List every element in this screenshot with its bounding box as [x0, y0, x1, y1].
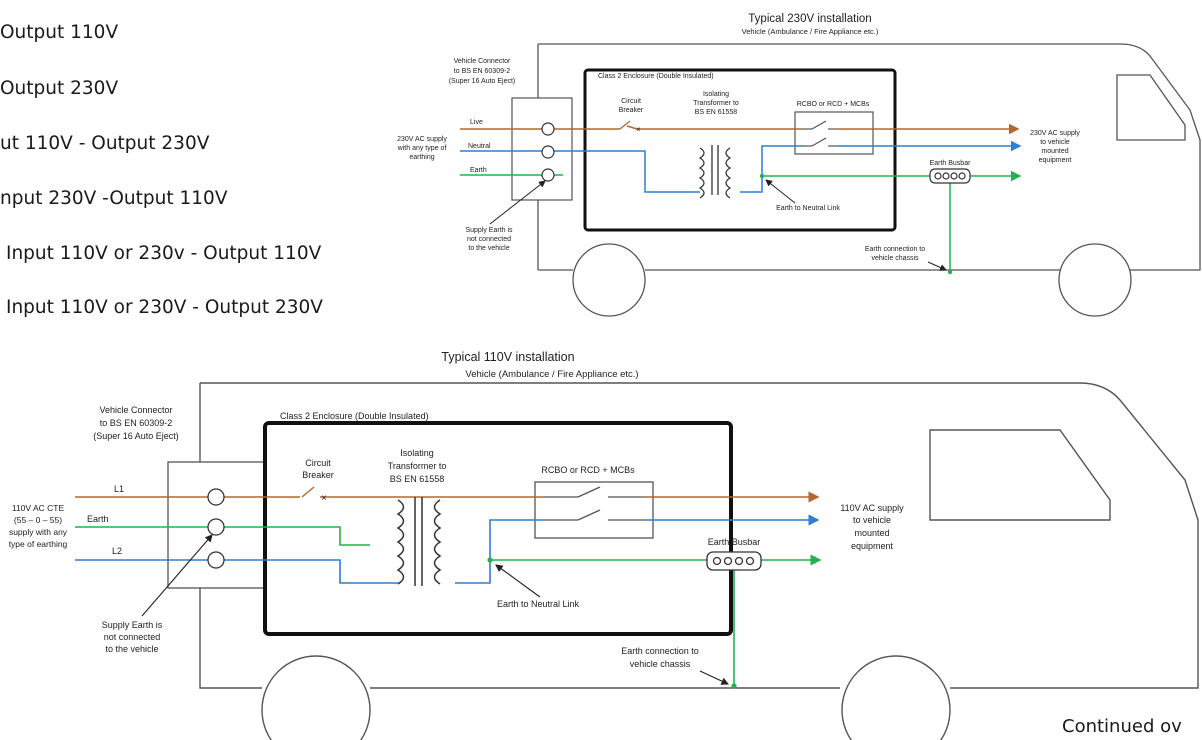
svg-text:×: ×: [636, 125, 641, 134]
enclosure-box-110: [263, 421, 733, 636]
switches-110: [543, 486, 645, 521]
enclosure-label-230: Class 2 Enclosure (Double Insulated): [598, 73, 714, 80]
svg-text:vehicle chassis: vehicle chassis: [630, 659, 691, 669]
svg-text:110V AC CTE: 110V AC CTE: [12, 503, 65, 513]
continued-text: Continued ov: [1062, 716, 1182, 737]
link-label-110: Earth to Neutral Link: [497, 599, 580, 609]
svg-text:Vehicle Connector: Vehicle Connector: [99, 405, 172, 415]
svg-text:to vehicle: to vehicle: [1040, 139, 1070, 146]
connector-pins-230: [541, 122, 555, 182]
svg-text:earthing: earthing: [409, 154, 434, 161]
svg-text:Transformer to: Transformer to: [693, 100, 739, 107]
earth-label-230: Earth: [470, 167, 487, 174]
svg-text:Circuit: Circuit: [621, 98, 641, 105]
transformer-coils-110: [396, 497, 442, 586]
output-label-110: 110V AC supply to vehicle mounted equipm…: [840, 503, 904, 551]
subtitle-230: Vehicle (Ambulance / Fire Appliance etc.…: [742, 27, 879, 36]
svg-text:BS EN 61558: BS EN 61558: [695, 109, 738, 116]
rcbo-box-230: [794, 111, 874, 155]
chassis-label-230: Earth connection to vehicle chassis: [865, 246, 925, 262]
busbar-label-230: Earth Busbar: [930, 160, 972, 167]
svg-text:Earth connection to: Earth connection to: [621, 646, 699, 656]
supply-earth-label-230: Supply Earth is not connected to the veh…: [465, 227, 513, 252]
svg-text:Isolating: Isolating: [400, 448, 434, 458]
svg-text:Supply Earth is: Supply Earth is: [465, 227, 513, 234]
svg-text:×: ×: [321, 493, 327, 504]
busbar-label-110: Earth Busbar: [708, 537, 761, 547]
connector-label-230: Vehicle Connector to BS EN 60309-2 (Supe…: [449, 58, 516, 85]
rcbo-label-110: RCBO or RCD + MCBs: [541, 465, 635, 475]
svg-text:Isolating: Isolating: [703, 91, 729, 98]
svg-text:Circuit: Circuit: [305, 458, 331, 468]
busbar-230: [929, 168, 971, 184]
svg-text:110V AC supply: 110V AC supply: [840, 503, 904, 513]
chassis-label-110: Earth connection to vehicle chassis: [621, 646, 699, 669]
breaker-label-230: Circuit Breaker: [619, 98, 644, 114]
subtitle-110: Vehicle (Ambulance / Fire Appliance etc.…: [465, 369, 638, 380]
svg-text:Earth connection to: Earth connection to: [865, 246, 925, 253]
rcbo-box-110: [534, 481, 654, 539]
earth-label-110: Earth: [87, 514, 109, 524]
svg-text:equipment: equipment: [1039, 157, 1072, 164]
svg-text:to vehicle: to vehicle: [853, 515, 891, 525]
enclosure-label-110: Class 2 Enclosure (Double Insulated): [280, 411, 429, 421]
svg-text:Vehicle Connector: Vehicle Connector: [454, 58, 511, 65]
vehicle-outline-110: [199, 382, 1199, 740]
svg-text:equipment: equipment: [851, 541, 894, 551]
svg-text:230V AC supply: 230V AC supply: [397, 136, 447, 143]
breaker-label-110: Circuit Breaker: [302, 458, 334, 480]
live-label-230: Live: [470, 119, 483, 126]
option-line-1: Output 110V: [0, 22, 119, 43]
svg-text:to the vehicle: to the vehicle: [105, 644, 158, 654]
enclosure-box-230: [583, 68, 897, 232]
supply-label-230: 230V AC supply with any type of earthing: [397, 136, 448, 161]
output-label-230: 230V AC supply to vehicle mounted equipm…: [1030, 130, 1080, 164]
svg-text:Supply Earth is: Supply Earth is: [102, 620, 163, 630]
option-line-2: Output 230V: [0, 78, 119, 99]
switches-230: [802, 120, 838, 147]
svg-text:supply with any: supply with any: [9, 527, 68, 537]
connector-label-110: Vehicle Connector to BS EN 60309-2 (Supe…: [93, 405, 179, 441]
rcbo-label-230: RCBO or RCD + MCBs: [797, 101, 870, 108]
l1-label-110: L1: [114, 484, 124, 494]
link-label-230: Earth to Neutral Link: [776, 205, 840, 212]
svg-text:not connected: not connected: [467, 236, 511, 243]
transformer-label-110: Isolating Transformer to BS EN 61558: [388, 448, 447, 484]
svg-text:BS EN 61558: BS EN 61558: [390, 474, 445, 484]
supply-earth-label-110: Supply Earth is not connected to the veh…: [102, 620, 163, 654]
connector-pins-110: [207, 488, 225, 569]
option-line-5: Input 110V or 230v - Output 110V: [6, 243, 322, 264]
svg-text:(Super 16 Auto Eject): (Super 16 Auto Eject): [93, 431, 179, 441]
svg-text:Transformer to: Transformer to: [388, 461, 447, 471]
svg-text:Breaker: Breaker: [619, 107, 644, 114]
transformer-coils-230: [698, 145, 732, 199]
live-wire-230: [460, 126, 1018, 129]
svg-text:mounted: mounted: [1041, 148, 1068, 155]
l2-label-110: L2: [112, 546, 122, 556]
svg-text:with any type of: with any type of: [397, 145, 447, 152]
svg-text:vehicle chassis: vehicle chassis: [871, 255, 919, 262]
svg-text:to BS EN 60309-2: to BS EN 60309-2: [454, 68, 511, 75]
svg-text:type of earthing: type of earthing: [9, 539, 68, 549]
svg-text:to BS EN 60309-2: to BS EN 60309-2: [100, 418, 173, 428]
svg-text:to the vehicle: to the vehicle: [468, 245, 509, 252]
option-line-6: Input 110V or 230V - Output 230V: [6, 297, 323, 318]
neutral-label-230: Neutral: [468, 143, 491, 150]
option-line-3: ut 110V - Output 230V: [0, 133, 210, 154]
title-110: Typical 110V installation: [441, 350, 574, 364]
svg-text:(55 – 0 – 55): (55 – 0 – 55): [14, 515, 62, 525]
svg-text:not connected: not connected: [104, 632, 161, 642]
busbar-110: [706, 551, 762, 571]
svg-text:(Super 16 Auto Eject): (Super 16 Auto Eject): [449, 78, 516, 85]
title-230: Typical 230V installation: [748, 13, 871, 25]
svg-text:230V AC supply: 230V AC supply: [1030, 130, 1080, 137]
svg-text:mounted: mounted: [854, 528, 889, 538]
vehicle-outline-230: [537, 43, 1201, 317]
svg-text:Breaker: Breaker: [302, 470, 334, 480]
transformer-label-230: Isolating Transformer to BS EN 61558: [693, 91, 739, 116]
supply-label-110: 110V AC CTE (55 – 0 – 55) supply with an…: [9, 503, 68, 549]
option-line-4: nput 230V -Output 110V: [0, 188, 228, 209]
